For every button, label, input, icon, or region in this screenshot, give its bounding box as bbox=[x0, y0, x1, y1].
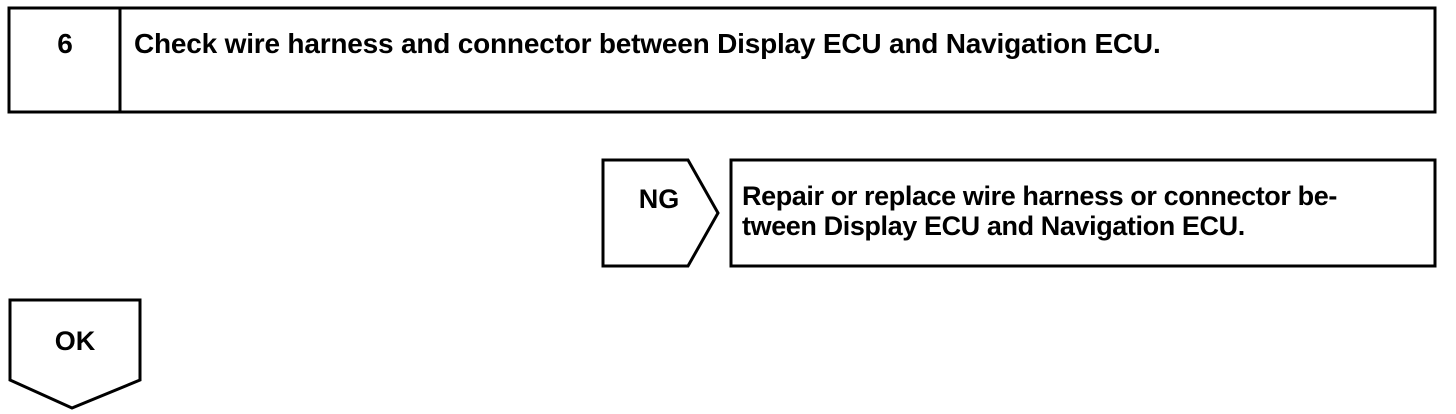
ng-action-line-1: Repair or replace wire harness or connec… bbox=[742, 181, 1337, 211]
step-box bbox=[7, 6, 1437, 114]
ok-arrow-tag bbox=[8, 298, 142, 410]
ng-action-box bbox=[729, 158, 1437, 268]
step-title: Check wire harness and connector between… bbox=[134, 28, 1161, 59]
ng-action-line-2: tween Display ECU and Navigation ECU. bbox=[742, 211, 1245, 241]
step-number: 6 bbox=[57, 28, 73, 59]
ng-action-text: Repair or replace wire harness or connec… bbox=[742, 181, 1337, 241]
ng-arrow-tag bbox=[601, 158, 720, 268]
ng-label: NG bbox=[638, 184, 680, 214]
ok-label: OK bbox=[54, 326, 96, 356]
